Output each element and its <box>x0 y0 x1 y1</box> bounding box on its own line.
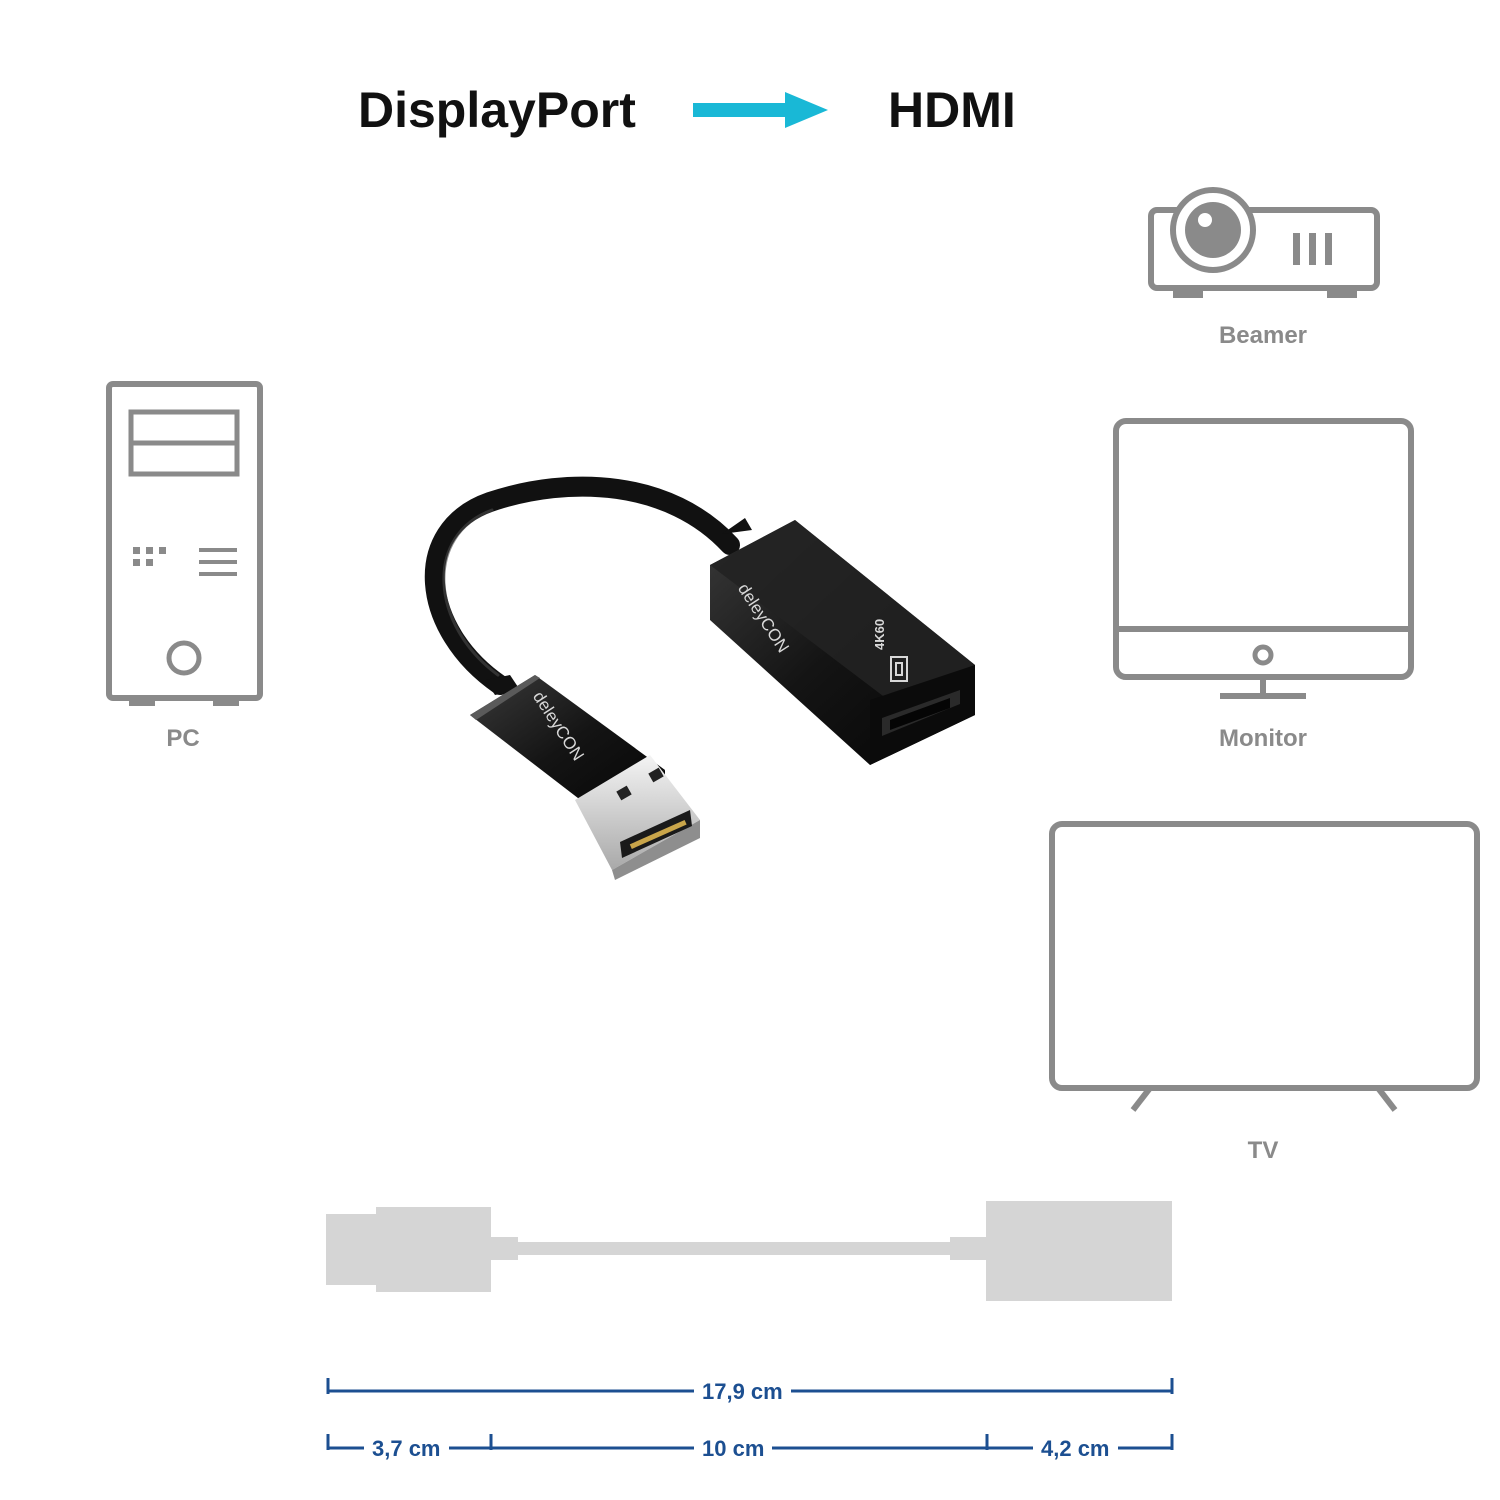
monitor-icon <box>1113 418 1414 699</box>
displayport-plug-body <box>470 675 700 880</box>
source-label: DisplayPort <box>358 82 636 138</box>
tv-icon <box>1049 821 1480 1112</box>
pc-tower-icon <box>106 381 263 706</box>
resolution-label: 4K60 <box>872 618 887 650</box>
hdmi-socket-length-label: 4,2 cm <box>1033 1436 1118 1462</box>
tv-label: TV <box>1247 1137 1279 1164</box>
hdmi-adapter-body <box>710 518 975 765</box>
adapter-image <box>424 476 975 880</box>
cable-length-label: 10 cm <box>694 1436 773 1462</box>
total-length-label: 17,9 cm <box>694 1379 791 1405</box>
monitor-label: Monitor <box>1219 725 1307 752</box>
beamer-label: Beamer <box>1218 322 1308 349</box>
adapter-length-silhouette <box>326 1201 1172 1301</box>
hdmi-logo-icon <box>890 656 908 682</box>
arrow-right-icon <box>693 92 828 128</box>
target-label: HDMI <box>888 82 1016 138</box>
dp-plug-length-label: 3,7 cm <box>364 1436 449 1462</box>
projector-icon <box>1148 187 1380 298</box>
pc-label: PC <box>166 725 200 752</box>
